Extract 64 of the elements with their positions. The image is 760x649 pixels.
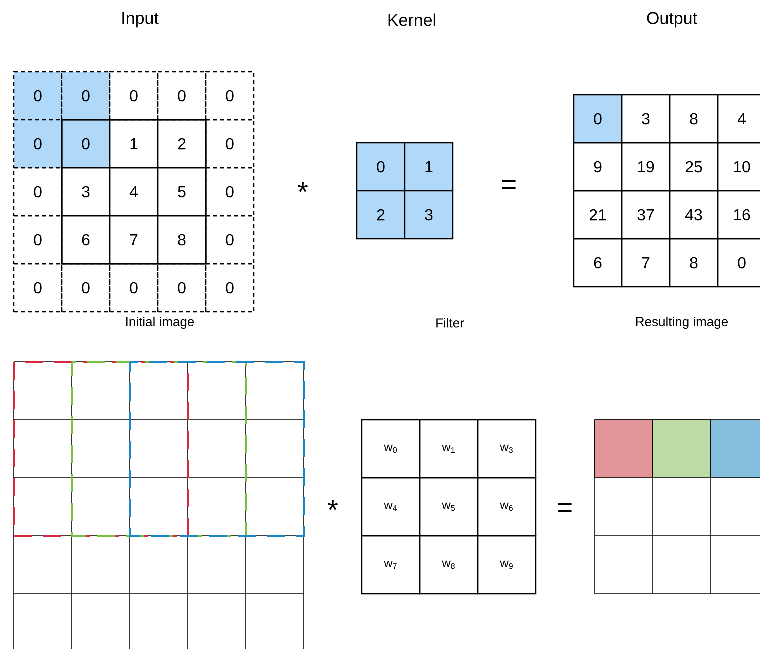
matrix-cell: 0 [13,71,63,121]
matrix-cell: 6 [573,238,623,288]
matrix-cell: 43 [669,190,719,240]
matrix-cell: 0 [109,71,159,121]
matrix-cell: 0 [205,215,255,265]
weight-cell: w$_{8}$ [419,535,479,595]
matrix-cell: 2 [356,190,406,240]
caption: Initial image [126,316,194,330]
panel-heading: Input [122,12,159,28]
matrix-cell: 0 [717,238,760,288]
matrix-cell: 2 [157,119,207,169]
operator-sign: * [328,500,338,510]
weight-cell: w$_{1}$ [419,419,479,479]
matrix-cell: 0 [61,119,111,169]
matrix-cell: 8 [669,238,719,288]
matrix-cell: 0 [61,71,111,121]
matrix-cell: 1 [404,142,454,192]
operator-sign: = [558,503,572,512]
panel-heading: Output [647,12,698,28]
matrix-cell: 0 [205,119,255,169]
matrix-cell: 8 [157,215,207,265]
matrix-cell: 19 [621,142,671,192]
weight-cell: w$_{4}$ [361,477,421,537]
weight-cell: w$_{6}$ [477,477,537,537]
matrix-cell: 5 [157,167,207,217]
matrix-cell: 0 [205,71,255,121]
matrix-cell: 3 [404,190,454,240]
matrix-cell: 25 [669,142,719,192]
caption: Resulting image [636,316,728,330]
matrix-cell: 3 [61,167,111,217]
matrix-cell: 4 [717,94,760,144]
operator-sign: = [502,180,516,190]
matrix-cell: 7 [621,238,671,288]
weight-cell: w$_{9}$ [477,535,537,595]
matrix-cell: 0 [109,263,159,313]
matrix-cell: 0 [356,142,406,192]
matrix-cell: 0 [157,263,207,313]
caption: Filter [436,318,464,328]
weight-cell: w$_{5}$ [419,477,479,537]
matrix-cell: 37 [621,190,671,240]
matrix-cell: 6 [61,215,111,265]
weight-cell: w$_{7}$ [361,535,421,595]
matrix-cell: 21 [573,190,623,240]
matrix-cell: 4 [109,167,159,217]
weight-cell: w$_{0}$ [361,419,421,479]
matrix-cell: 1 [109,119,159,169]
matrix-cell: 10 [717,142,760,192]
matrix-cell: 0 [13,167,63,217]
operator-sign: * [298,182,308,192]
matrix-cell: 0 [205,263,255,313]
matrix-cell: 0 [13,119,63,169]
matrix-cell: 0 [205,167,255,217]
matrix-cell: 0 [61,263,111,313]
weight-cell: w$_{3}$ [477,419,537,479]
matrix-cell: 7 [109,215,159,265]
matrix-cell: 9 [573,142,623,192]
matrix-cell: 0 [13,215,63,265]
matrix-cell: 0 [573,94,623,144]
matrix-cell: 0 [13,263,63,313]
matrix-cell: 16 [717,190,760,240]
panel-heading: Kernel [388,14,436,26]
matrix-cell: 3 [621,94,671,144]
matrix-cell: 8 [669,94,719,144]
matrix-cell: 0 [157,71,207,121]
